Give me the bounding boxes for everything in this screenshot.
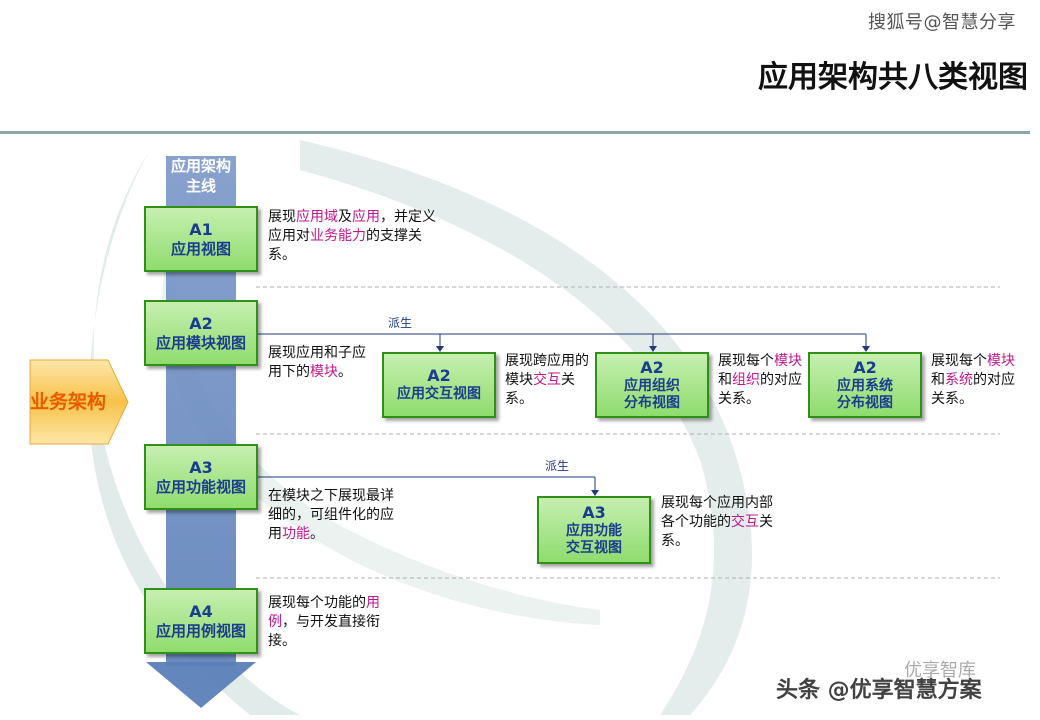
view-name: 应用视图	[170, 239, 231, 258]
view-code: A4	[189, 601, 213, 621]
view-name: 应用交互视图	[397, 386, 481, 403]
view-code: A2	[189, 313, 213, 333]
business-arrow-shape	[29, 359, 129, 445]
view-name-line2: 交互视图	[566, 540, 622, 556]
view-code: A3	[582, 502, 606, 522]
derive-label-a3: 派生	[545, 459, 570, 473]
view-name-line1: 应用系统	[837, 377, 893, 394]
view-name: 应用用例视图	[155, 621, 246, 640]
view-box-a2-interaction[interactable]: A2 应用交互视图	[382, 352, 496, 418]
watermark-top: 搜狐号@智慧分享	[868, 12, 1016, 33]
view-name-line2: 分布视图	[837, 395, 893, 411]
footer-watermark: 头条 @优享智慧方案	[776, 678, 982, 703]
view-box-a1[interactable]: A1 应用视图	[144, 206, 258, 272]
page-title: 应用架构共八类视图	[758, 60, 1028, 95]
desc-a1: 展现应用域及应用，并定义应用对业务能力的支撑关系。	[268, 209, 436, 263]
view-name: 应用功能视图	[155, 477, 246, 496]
footer-watermark-logo: 优享智库	[904, 660, 976, 681]
desc-a2-system: 展现每个模块和系统的对应关系。	[931, 353, 1015, 407]
view-code: A3	[189, 457, 213, 477]
decor-swoosh-right	[300, 140, 752, 715]
view-code: A2	[853, 357, 877, 377]
view-name: 应用模块视图	[155, 333, 246, 352]
desc-a2-module: 展现应用和子应用下的模块。	[268, 345, 366, 380]
decor-swoosh-left	[89, 150, 301, 715]
business-architecture-label: 业务架构	[30, 391, 107, 413]
view-name-line1: 应用功能	[566, 522, 622, 539]
view-box-a3-function[interactable]: A3 应用功能视图	[144, 444, 258, 510]
desc-a2-org: 展现每个模块和组织的对应关系。	[718, 353, 802, 407]
decor-swoosh-mid	[161, 140, 601, 625]
spine-arrow-head	[146, 662, 256, 708]
view-box-a2-system[interactable]: A2 应用系统 分布视图	[808, 352, 922, 418]
desc-a3-function: 在模块之下展现最详细的，可组件化的应用功能。	[268, 488, 394, 542]
desc-a4: 展现每个功能的用例，与开发直接衔接。	[268, 595, 380, 649]
desc-a3-interaction: 展现每个应用内部各个功能的交互关系。	[661, 495, 773, 549]
view-box-a2-module[interactable]: A2 应用模块视图	[144, 300, 258, 366]
derive-label-a2: 派生	[388, 316, 413, 330]
view-box-a3-interaction[interactable]: A3 应用功能 交互视图	[537, 496, 651, 564]
view-box-a4[interactable]: A4 应用用例视图	[144, 588, 258, 654]
view-code: A2	[640, 357, 664, 377]
spine-label: 应用架构主线	[170, 157, 231, 195]
view-name-line2: 分布视图	[624, 395, 680, 411]
view-code: A2	[427, 366, 451, 386]
top-rule	[0, 131, 1030, 134]
view-name-line1: 应用组织	[624, 377, 680, 394]
desc-a2-interaction: 展现跨应用的模块交互关系。	[505, 353, 589, 407]
view-box-a2-org[interactable]: A2 应用组织 分布视图	[595, 352, 709, 418]
view-code: A1	[189, 219, 213, 239]
